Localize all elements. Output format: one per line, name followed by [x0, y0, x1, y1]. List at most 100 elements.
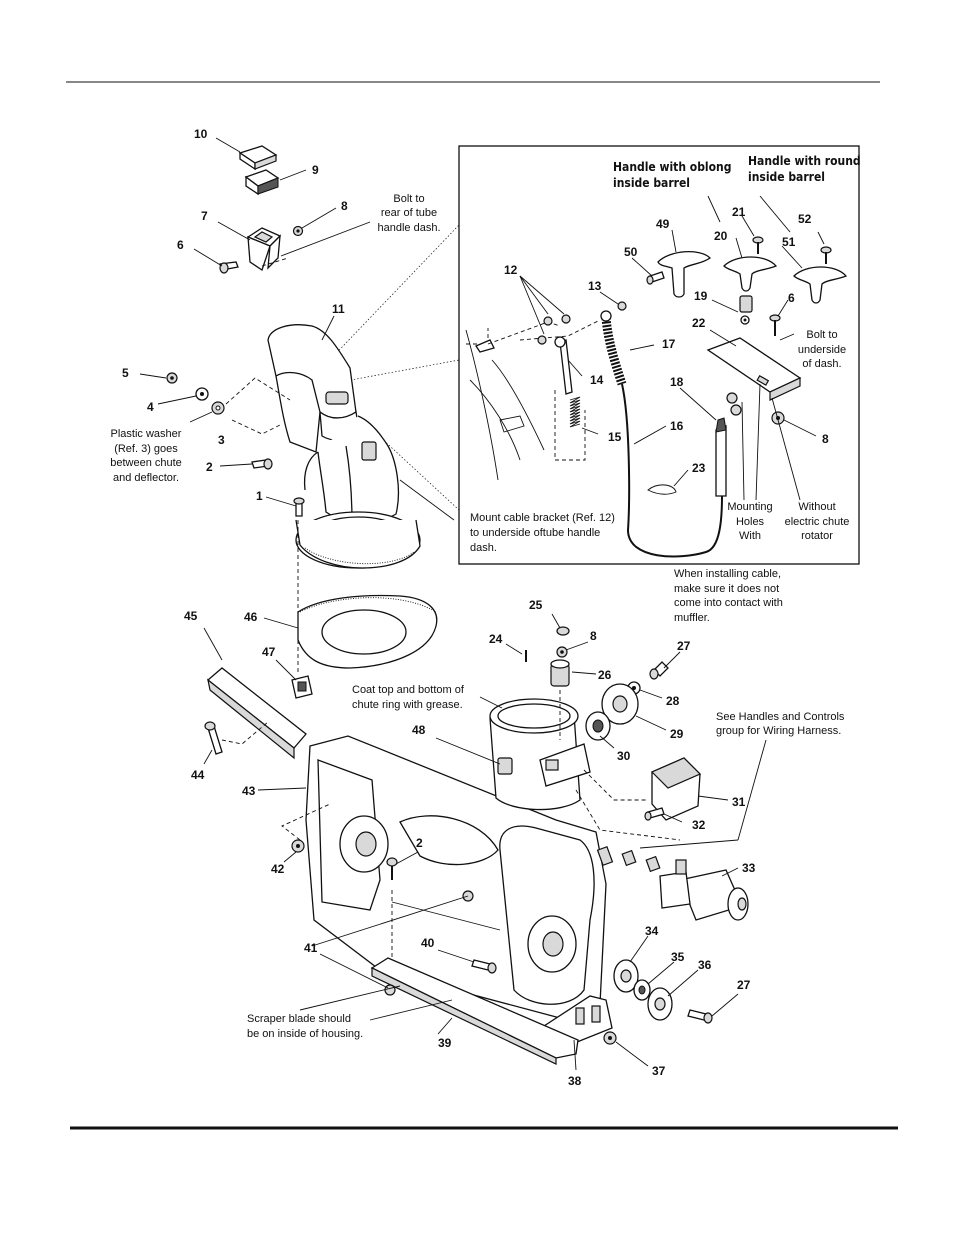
part-8-nut-inset [771, 411, 785, 425]
svg-text:Scraper blade should: Scraper blade should [247, 1013, 351, 1025]
note-bolt-rear: Bolt to rear of tube handle dash. [378, 193, 441, 234]
part-10-switch-cap [238, 145, 278, 171]
callout-6: 6 [177, 238, 184, 252]
svg-text:group for Wiring Harness.: group for Wiring Harness. [716, 725, 841, 737]
svg-text:Handle with round: Handle with round [748, 154, 861, 168]
part-15-spring [569, 396, 581, 428]
callout-8b: 8 [590, 629, 597, 643]
part-46-chute-ring [297, 594, 438, 669]
callout-33: 33 [742, 861, 756, 875]
svg-text:be on inside of housing.: be on inside of housing. [247, 1028, 363, 1040]
note-scraper: Scraper blade should be on inside of hou… [247, 1013, 363, 1040]
callout-21: 21 [732, 205, 746, 219]
note-without-rotator: Without electric chute rotator [785, 501, 850, 542]
part-35-bearing [633, 979, 651, 1001]
part-29-bearing-flange [601, 683, 639, 725]
callout-2b: 2 [416, 836, 423, 850]
part-8-nut-top [292, 225, 304, 237]
callout-28: 28 [666, 694, 680, 708]
callout-48: 48 [412, 723, 426, 737]
note-handle-round: Handle with round inside barrel [748, 154, 861, 184]
part-32-screw [644, 807, 665, 821]
part-17-cable-boot [600, 310, 627, 386]
callout-6b: 6 [788, 291, 795, 305]
svg-text:and deflector.: and deflector. [113, 472, 179, 484]
callout-25: 25 [529, 598, 543, 612]
part-2-bolt-chute [251, 458, 273, 470]
part-19-washer [740, 315, 750, 325]
part-20-spacer [739, 295, 753, 313]
part-2-bolt-housing [386, 857, 398, 880]
callout-38: 38 [568, 1074, 582, 1088]
callout-7: 7 [201, 209, 208, 223]
part-13-nut [617, 301, 627, 311]
callout-23: 23 [692, 461, 706, 475]
svg-text:handle dash.: handle dash. [378, 222, 441, 234]
part-bracket-motor [539, 743, 591, 787]
part-40-bolt [471, 959, 497, 974]
svg-text:Without: Without [798, 501, 835, 513]
callout-17: 17 [662, 337, 676, 351]
callout-40: 40 [421, 936, 435, 950]
svg-text:Coat top and bottom of: Coat top and bottom of [352, 684, 465, 696]
callout-12: 12 [504, 263, 518, 277]
part-34-flange [613, 959, 639, 993]
callout-13: 13 [588, 279, 602, 293]
part-51-handle [793, 266, 848, 304]
callout-3: 3 [218, 433, 225, 447]
callout-51: 51 [782, 235, 796, 249]
callout-32: 32 [692, 818, 706, 832]
svg-text:make sure it does not: make sure it does not [674, 583, 779, 595]
svg-text:Bolt to: Bolt to [393, 193, 424, 205]
note-mounting-holes: Mounting Holes With [727, 501, 772, 542]
part-6-bolt-inset [769, 314, 781, 336]
svg-text:between chute: between chute [110, 457, 182, 469]
inset-dash-panel [465, 328, 545, 481]
svg-text:Mount cable bracket (Ref. 12): Mount cable bracket (Ref. 12) [470, 512, 615, 524]
callout-15: 15 [608, 430, 622, 444]
callout-27: 27 [677, 639, 691, 653]
part-21-screw [752, 236, 764, 254]
callout-30: 30 [617, 749, 631, 763]
callout-39: 39 [438, 1036, 452, 1050]
part-18-cable-end [715, 417, 727, 497]
svg-text:Bolt to: Bolt to [806, 329, 837, 341]
part-5-nut [166, 372, 178, 384]
part-27-bolt-lower [687, 1009, 713, 1024]
callout-8c: 8 [822, 432, 829, 446]
callout-11: 11 [332, 302, 345, 316]
callout-41: 41 [304, 941, 318, 955]
part-9-switch [244, 169, 280, 196]
wiring-connectors [596, 846, 661, 873]
part-44-bolt [204, 721, 223, 755]
callout-24: 24 [489, 632, 503, 646]
callout-50: 50 [624, 245, 638, 259]
svg-text:inside barrel: inside barrel [613, 176, 690, 190]
note-plastic-washer: Plastic washer (Ref. 3) goes between chu… [110, 428, 182, 484]
svg-text:rear of tube: rear of tube [381, 207, 437, 219]
part-chute-ring-base [295, 511, 421, 569]
part-52-screw [820, 246, 832, 264]
callout-18: 18 [670, 375, 684, 389]
callout-10: 10 [194, 127, 208, 141]
part-23-clip [647, 484, 677, 495]
svg-text:rotator: rotator [801, 530, 833, 542]
svg-text:chute ring with grease.: chute ring with grease. [352, 699, 463, 711]
part-30-bearing [585, 711, 611, 741]
callout-47: 47 [262, 645, 276, 659]
note-bolt-underside: Bolt to underside of dash. [798, 329, 846, 370]
svg-text:Mounting: Mounting [727, 501, 772, 513]
callout-45: 45 [184, 609, 198, 623]
note-installing-cable: When installing cable, make sure it does… [674, 568, 783, 624]
callout-34: 34 [645, 924, 659, 938]
callout-20: 20 [714, 229, 728, 243]
callout-36: 36 [698, 958, 712, 972]
callout-numbers: 10 9 8 7 6 11 5 4 3 2 1 45 46 47 44 43 4… [122, 127, 829, 1088]
callout-14: 14 [590, 373, 604, 387]
callout-44: 44 [191, 768, 205, 782]
part-nuts-inset [726, 392, 742, 416]
part-31-motor-cover [650, 757, 702, 821]
part-4-washer [195, 387, 209, 401]
svg-text:inside barrel: inside barrel [748, 170, 825, 184]
